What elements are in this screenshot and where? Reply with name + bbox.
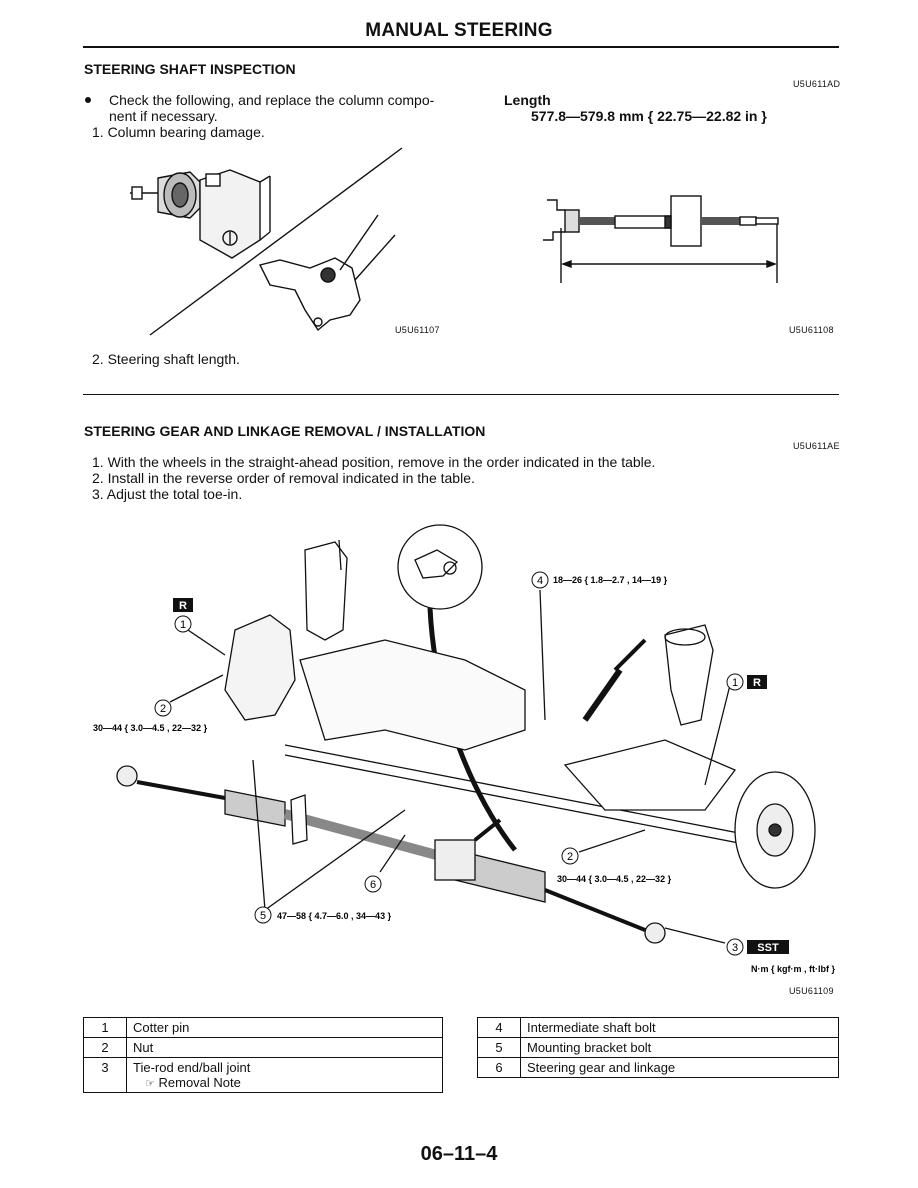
torque-nut-right: 30—44 { 3.0—4.5 , 22—32 } xyxy=(557,874,672,884)
sst-badge-text: SST xyxy=(757,942,779,954)
table-row: 1 Cotter pin xyxy=(83,1017,443,1038)
callout-6 xyxy=(364,875,382,893)
sst-badge xyxy=(747,940,789,954)
callout-2-left xyxy=(154,699,172,717)
length-label: Length xyxy=(504,92,551,108)
callout-1-left xyxy=(174,615,192,633)
pointing-hand-icon: ☞ xyxy=(145,1078,155,1090)
table-row: 5 Mounting bracket bolt xyxy=(477,1037,839,1058)
callout-2-right xyxy=(561,847,579,865)
removal-step-1: 1. With the wheels in the straight-ahead… xyxy=(92,454,656,470)
shaft-length-figure xyxy=(543,195,779,283)
part-name: Mounting bracket bolt xyxy=(520,1037,839,1058)
part-num: 4 xyxy=(477,1017,521,1038)
part-num: 3 xyxy=(83,1057,127,1093)
part-num: 2 xyxy=(83,1037,127,1058)
callout-5 xyxy=(254,906,272,924)
header-rule xyxy=(83,46,839,48)
part-note[interactable]: Removal Note xyxy=(158,1075,241,1090)
part-name: Cotter pin xyxy=(126,1017,443,1038)
parts-table-right: 4 Intermediate shaft bolt 5 Mounting bra… xyxy=(477,1017,839,1078)
parts-table-left: 1 Cotter pin 2 Nut 3 Tie-rod end/ball jo… xyxy=(83,1017,443,1093)
removal-step-2: 2. Install in the reverse order of remov… xyxy=(92,470,475,486)
callout-4 xyxy=(531,571,549,589)
r-badge-left xyxy=(173,598,193,612)
callout-5-text: 5 xyxy=(260,910,266,922)
callout-2-right-text: 2 xyxy=(567,851,573,863)
table-row: 2 Nut xyxy=(83,1037,443,1058)
inspection-title: STEERING SHAFT INSPECTION xyxy=(84,61,296,77)
callout-3 xyxy=(726,938,744,956)
section-rule xyxy=(83,394,839,395)
fig1-code: U5U61107 xyxy=(395,325,440,335)
callout-2-left-text: 2 xyxy=(160,703,166,715)
callout-1-left-text: 1 xyxy=(180,619,186,631)
step-2: 2. Steering shaft length. xyxy=(92,351,240,367)
steering-gear-diagram: R 1 2 30—44 { 3.0—4.5 , 22—32 } 4 18—26 … xyxy=(93,524,835,974)
removal-step-3: 3. Adjust the total toe-in. xyxy=(92,486,243,502)
removal-code: U5U611AE xyxy=(793,441,840,451)
part-name: Nut xyxy=(126,1037,443,1058)
torque-5: 47—58 { 4.7—6.0 , 34—43 } xyxy=(277,911,392,921)
part-num: 5 xyxy=(477,1037,521,1058)
inspection-code: U5U611AD xyxy=(793,79,841,89)
part-note-line: ☞ Removal Note xyxy=(133,1075,436,1090)
torque-nut-left: 30—44 { 3.0—4.5 , 22—32 } xyxy=(93,723,208,733)
bullet-line-2: nent if necessary. xyxy=(109,108,218,124)
length-value: 577.8—579.8 mm { 22.75—22.82 in } xyxy=(531,108,767,124)
fig3-code: U5U61109 xyxy=(789,986,834,996)
part-num: 1 xyxy=(83,1017,127,1038)
removal-title: STEERING GEAR AND LINKAGE REMOVAL / INST… xyxy=(84,423,486,439)
table-row: 4 Intermediate shaft bolt xyxy=(477,1017,839,1038)
table-row: 3 Tie-rod end/ball joint ☞ Removal Note xyxy=(83,1057,443,1093)
r-badge-right xyxy=(747,675,767,689)
r-badge-left-text: R xyxy=(179,600,187,612)
fig2-code: U5U61108 xyxy=(789,325,834,335)
callout-1-right xyxy=(726,673,744,691)
page-title: MANUAL STEERING xyxy=(365,20,553,41)
table-row: 6 Steering gear and linkage xyxy=(477,1057,839,1078)
page-number: 06–11–4 xyxy=(420,1143,498,1165)
callout-4-text: 4 xyxy=(537,575,543,587)
step-1: 1. Column bearing damage. xyxy=(92,124,265,140)
part-name: Intermediate shaft bolt xyxy=(520,1017,839,1038)
callout-1-right-text: 1 xyxy=(732,677,738,689)
column-bearing-figure xyxy=(130,147,403,336)
torque-4: 18—26 { 1.8—2.7 , 14—19 } xyxy=(553,575,668,585)
part-cell: Tie-rod end/ball joint ☞ Removal Note xyxy=(126,1057,443,1093)
bullet-icon xyxy=(85,97,91,103)
callout-6-text: 6 xyxy=(370,879,376,891)
bullet-line-1: Check the following, and replace the col… xyxy=(109,92,435,108)
callout-3-text: 3 xyxy=(732,942,738,954)
part-num: 6 xyxy=(477,1057,521,1078)
torque-units: N·m { kgf·m , ft·lbf } xyxy=(751,964,835,974)
r-badge-right-text: R xyxy=(753,677,761,689)
part-name: Tie-rod end/ball joint xyxy=(133,1060,251,1075)
part-name: Steering gear and linkage xyxy=(520,1057,839,1078)
